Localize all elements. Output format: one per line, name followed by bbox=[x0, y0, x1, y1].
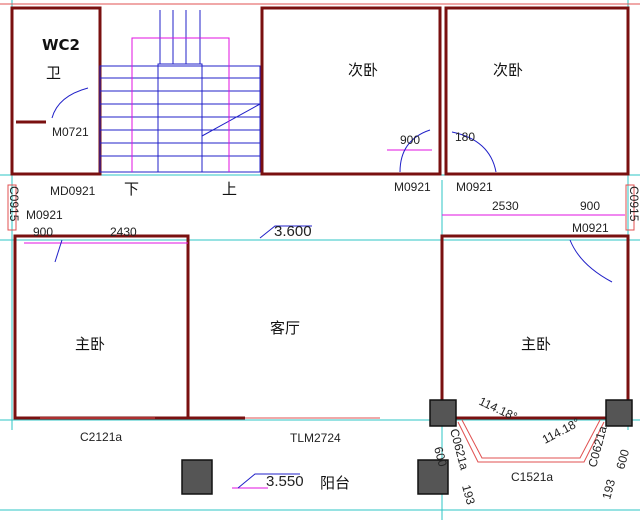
room-label-second-bedroom-right: 次卧 bbox=[493, 61, 523, 79]
window-label-c2121a: C2121a bbox=[80, 430, 122, 444]
window-label-bay-right: C0621a bbox=[585, 424, 609, 469]
room-label-master-bedroom-right: 主卧 bbox=[521, 335, 551, 353]
bay-window bbox=[457, 421, 605, 463]
dim-900-master-left: 900 bbox=[33, 225, 53, 239]
stair-up-label: 上 bbox=[222, 180, 237, 198]
dim-180: 180 bbox=[455, 130, 475, 144]
dim-900-second-left: 900 bbox=[400, 133, 420, 147]
window-label-tlm2724: TLM2724 bbox=[290, 431, 341, 445]
dim-2530: 2530 bbox=[492, 199, 519, 213]
dim-bay-right-600: 600 bbox=[613, 447, 632, 470]
walls bbox=[10, 6, 630, 420]
column bbox=[181, 459, 213, 495]
room-label-wc: 卫 bbox=[46, 64, 61, 82]
room-label-master-bedroom-left: 主卧 bbox=[75, 335, 105, 353]
door-label-md0921: MD0921 bbox=[50, 184, 96, 198]
room-code-wc2: WC2 bbox=[42, 36, 80, 54]
door-label-m0721: M0721 bbox=[52, 125, 89, 139]
window-label-c1521a: C1521a bbox=[511, 470, 553, 484]
dim-bay-left-600: 600 bbox=[431, 445, 450, 468]
staircase[interactable] bbox=[99, 10, 261, 173]
window-label-left: C0915 bbox=[7, 186, 21, 222]
room-label-second-bedroom-left: 次卧 bbox=[348, 61, 378, 79]
dim-bay-right-193: 193 bbox=[599, 477, 618, 500]
door-label-master-right: M0921 bbox=[572, 221, 609, 235]
elevation-living: 3.600 bbox=[274, 223, 312, 240]
column bbox=[605, 399, 633, 427]
room-label-living-room: 客厅 bbox=[270, 319, 300, 337]
column bbox=[417, 459, 449, 495]
dim-bay-left-193: 193 bbox=[459, 483, 478, 506]
door-label-second-left: M0921 bbox=[394, 180, 431, 194]
dim-900-master-right: 900 bbox=[580, 199, 600, 213]
dim-2430: 2430 bbox=[110, 225, 137, 239]
room-label-balcony: 阳台 bbox=[320, 474, 350, 492]
door-label-master-left: M0921 bbox=[26, 208, 63, 222]
window-label-right: C0915 bbox=[627, 186, 640, 222]
elevation-balcony: 3.550 bbox=[266, 473, 304, 490]
window-label-bay-left: C0621a bbox=[447, 427, 471, 472]
window-c0915-left bbox=[7, 184, 17, 231]
door-label-second-right: M0921 bbox=[456, 180, 493, 194]
column bbox=[429, 399, 457, 427]
window-c0915-right bbox=[625, 184, 635, 231]
doors bbox=[51, 87, 613, 283]
stair-down-label: 下 bbox=[124, 180, 139, 198]
